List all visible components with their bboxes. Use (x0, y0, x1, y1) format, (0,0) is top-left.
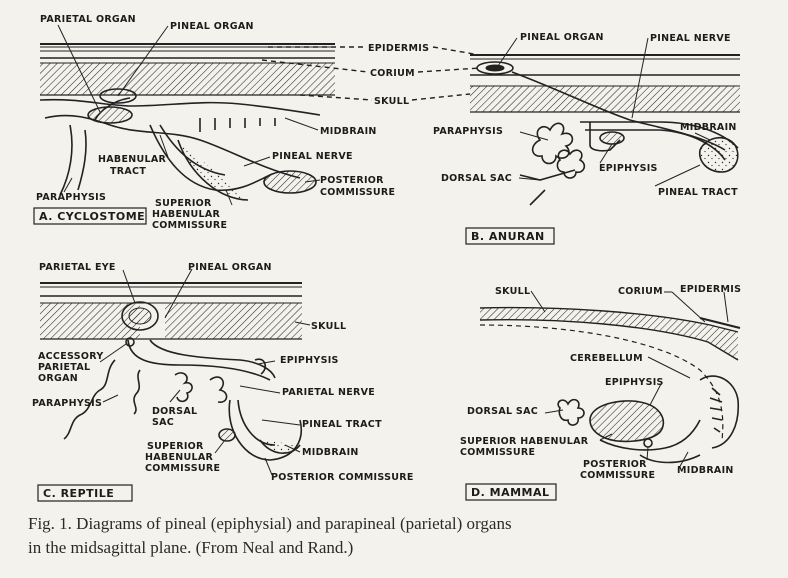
caption-line-1: Fig. 1. Diagrams of pineal (epiphysial) … (28, 514, 512, 533)
label-c-paraphysis: PARAPHYSIS (32, 398, 102, 409)
panel-d-title-box (465, 483, 557, 501)
panel-c-leader-lines (99, 268, 311, 476)
label-d-superior-1: SUPERIOR HABENULAR (460, 436, 589, 447)
label-c-superior-1: SUPERIOR (147, 441, 204, 452)
panel-b-anuran: PINEAL ORGAN PINEAL NERVE PARAPHYSIS MID… (433, 32, 740, 245)
caption-line-2: in the midsagittal plane. (From Neal and… (28, 538, 354, 557)
label-c-superior-2: HABENULAR (145, 452, 214, 463)
label-a-pineal-organ: PINEAL ORGAN (170, 21, 254, 32)
label-skull: SKULL (374, 96, 409, 107)
panel-c-skin-layers (40, 282, 302, 340)
label-d-dorsal-sac: DORSAL SAC (467, 406, 538, 417)
label-a-midbrain: MIDBRAIN (320, 126, 377, 137)
panel-d-brain-drawing (557, 375, 740, 464)
panel-b-title-box (465, 227, 555, 245)
label-a-parietal-organ: PARIETAL ORGAN (40, 14, 136, 25)
panel-c-title-box (37, 484, 133, 502)
label-b-midbrain: MIDBRAIN (680, 122, 737, 133)
label-a-paraphysis: PARAPHYSIS (36, 192, 106, 203)
label-c-dorsal-sac-1: DORSAL (152, 406, 197, 417)
panel-c-reptile: PARIETAL EYE PINEAL ORGAN SKULL ACCESSOR… (32, 262, 414, 502)
panel-d-mammal: SKULL CORIUM EPIDERMIS CEREBELLUM EPIPHY… (460, 284, 741, 501)
label-a-pineal-nerve: PINEAL NERVE (272, 151, 353, 162)
panel-d-skull-layers (479, 306, 741, 441)
label-d-posterior-1: POSTERIOR (583, 459, 647, 470)
shared-layer-labels: EPIDERMIS CORIUM SKULL (261, 43, 481, 107)
panel-d-title: D. MAMMAL (471, 486, 550, 499)
figure-caption: Fig. 1. Diagrams of pineal (epiphysial) … (28, 512, 768, 560)
panel-b-skin-layers (470, 54, 740, 113)
label-d-epidermis: EPIDERMIS (680, 284, 741, 295)
panel-a-cyclostome: PARIETAL ORGAN PINEAL ORGAN MIDBRAIN PIN… (33, 14, 395, 231)
panel-a-title: A. CYCLOSTOME (39, 210, 145, 223)
panel-b-title: B. ANURAN (471, 230, 545, 243)
panel-b-leader-lines (497, 37, 711, 187)
label-a-superior-3: COMMISSURE (152, 220, 227, 231)
label-b-epiphysis: EPIPHYSIS (599, 163, 658, 174)
label-corium: CORIUM (370, 68, 415, 79)
label-d-corium: CORIUM (618, 286, 663, 297)
panel-a-skin-layers (40, 43, 335, 96)
label-b-pineal-organ: PINEAL ORGAN (520, 32, 604, 43)
pineal-diagrams-figure: PARIETAL ORGAN PINEAL ORGAN MIDBRAIN PIN… (32, 14, 741, 502)
label-c-superior-3: COMMISSURE (145, 463, 220, 474)
label-c-skull: SKULL (311, 321, 346, 332)
label-d-posterior-2: COMMISSURE (580, 470, 655, 481)
label-a-superior-1: SUPERIOR (155, 198, 212, 209)
label-c-parietal-eye: PARIETAL EYE (39, 262, 116, 273)
panel-b-brain-drawing (511, 71, 739, 206)
label-b-paraphysis: PARAPHYSIS (433, 126, 503, 137)
label-d-cerebellum: CEREBELLUM (570, 353, 643, 364)
panel-a-title-box (33, 207, 147, 225)
label-c-dorsal-sac-2: SAC (152, 417, 174, 428)
label-c-parietal-nerve: PARIETAL NERVE (282, 387, 375, 398)
label-a-habenular-tract-2: TRACT (110, 166, 146, 177)
panel-a-brain-drawing (39, 88, 321, 201)
label-b-pineal-nerve: PINEAL NERVE (650, 33, 731, 44)
label-d-epiphysis: EPIPHYSIS (605, 377, 664, 388)
label-c-accessory-1: ACCESSORY (38, 351, 104, 362)
label-epidermis: EPIDERMIS (368, 43, 429, 54)
label-c-pineal-organ: PINEAL ORGAN (188, 262, 272, 273)
panel-a-leader-lines (57, 24, 321, 206)
label-d-midbrain: MIDBRAIN (677, 465, 734, 476)
label-a-posterior-commissure-1: POSTERIOR (320, 175, 384, 186)
label-a-habenular-tract-1: HABENULAR (98, 154, 167, 165)
label-c-epiphysis: EPIPHYSIS (280, 355, 339, 366)
label-c-accessory-3: ORGAN (38, 373, 78, 384)
label-d-superior-2: COMMISSURE (460, 447, 535, 458)
panel-d-leader-lines (530, 290, 729, 471)
label-b-pineal-tract: PINEAL TRACT (658, 187, 738, 198)
label-c-posterior-commissure: POSTERIOR COMMISSURE (271, 472, 414, 483)
label-c-accessory-2: PARIETAL (38, 362, 90, 373)
label-c-midbrain: MIDBRAIN (302, 447, 359, 458)
label-a-superior-2: HABENULAR (152, 209, 221, 220)
label-a-posterior-commissure-2: COMMISSURE (320, 187, 395, 198)
label-d-skull: SKULL (495, 286, 530, 297)
label-c-pineal-tract: PINEAL TRACT (302, 419, 382, 430)
panel-c-title: C. REPTILE (43, 487, 114, 500)
label-b-dorsal-sac: DORSAL SAC (441, 173, 512, 184)
panel-c-brain-drawing (63, 337, 302, 461)
